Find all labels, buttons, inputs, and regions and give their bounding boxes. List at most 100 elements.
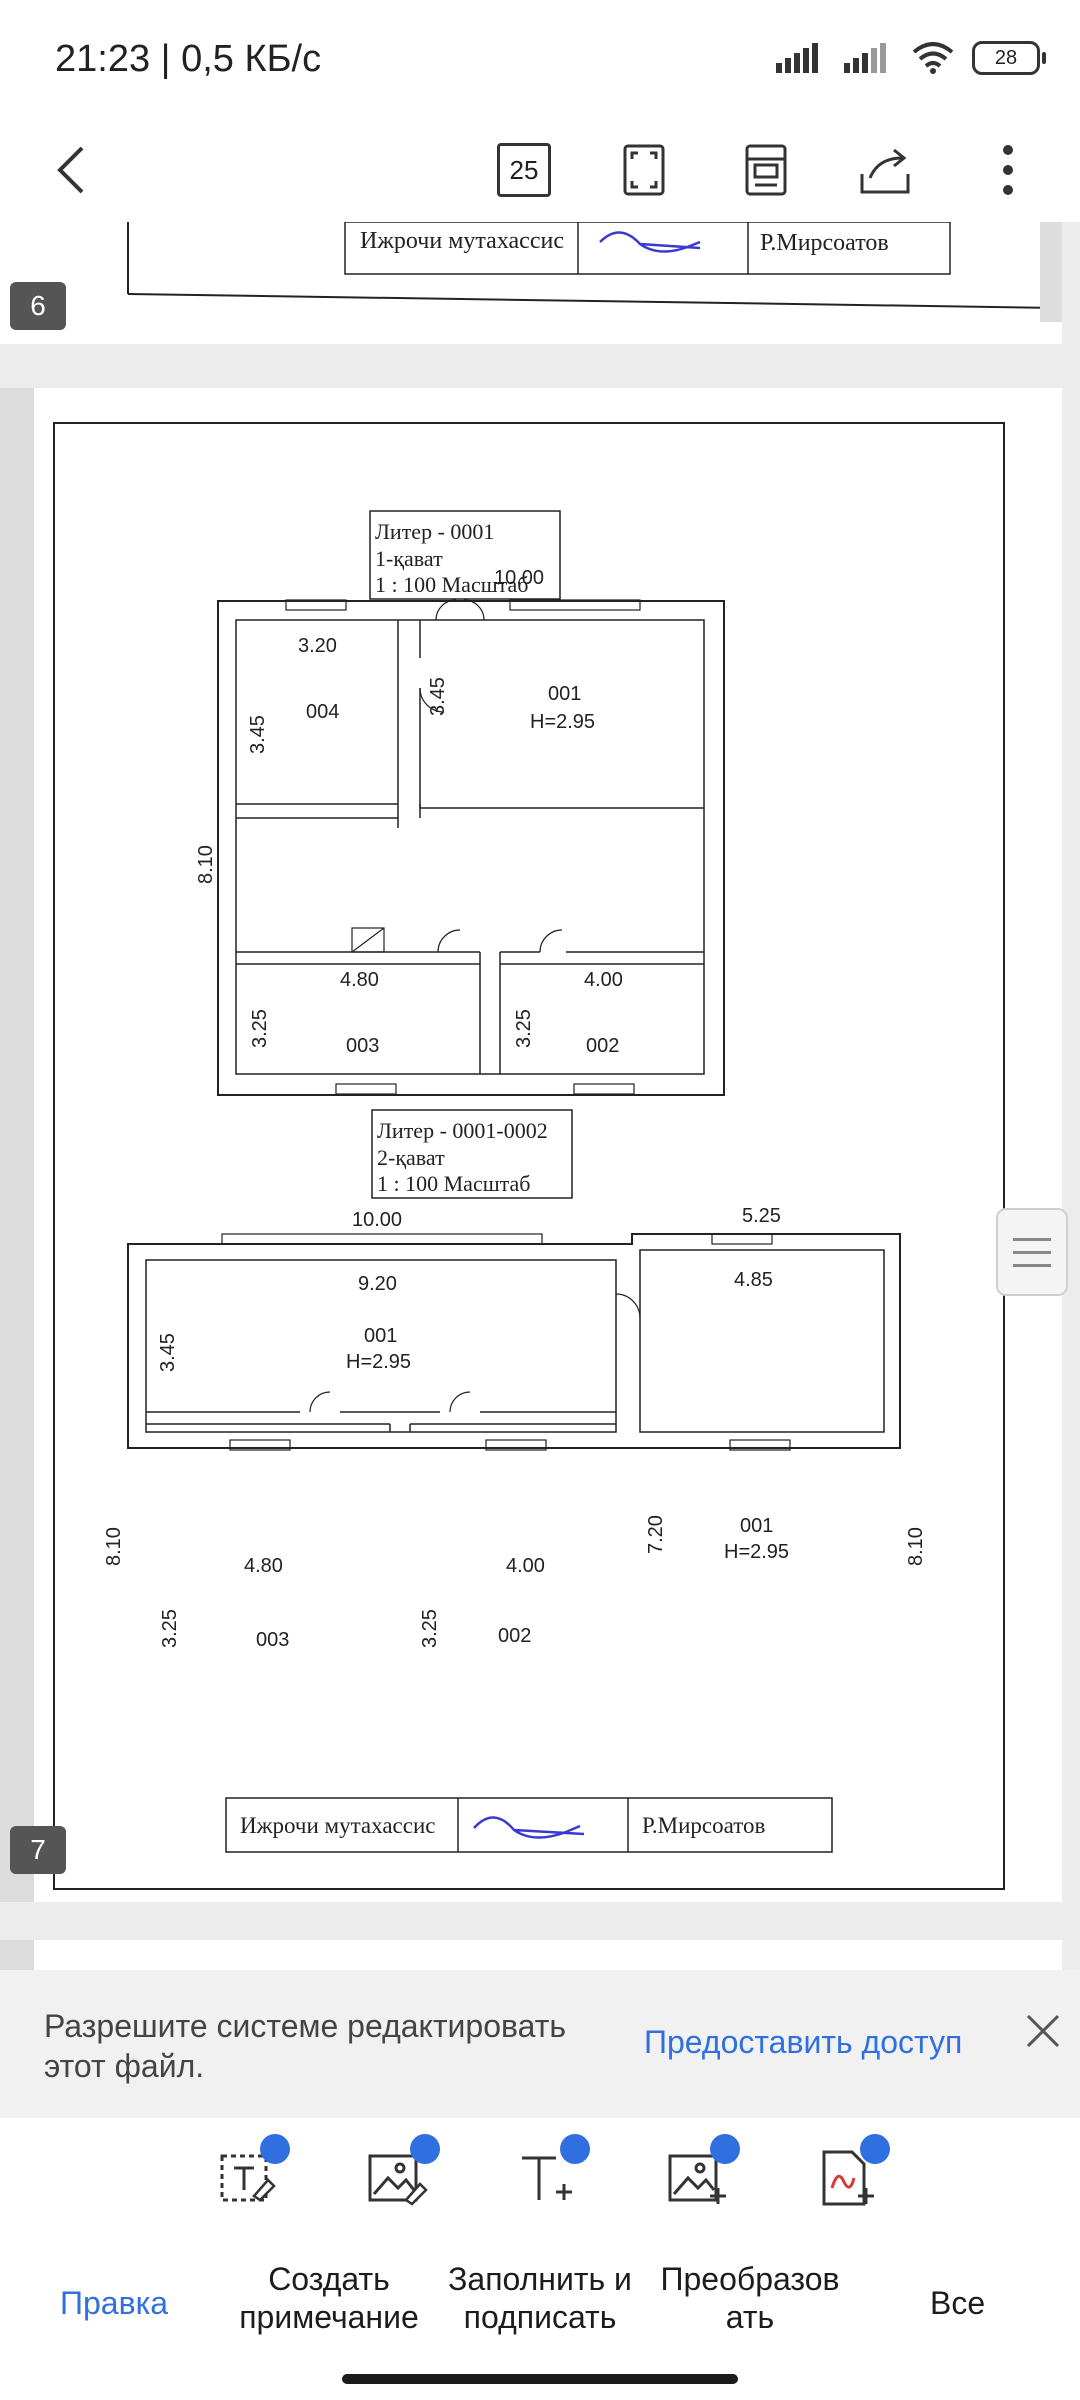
plan1-room003-w: 4.80: [340, 969, 379, 991]
plan1-room001-h: 3.45: [427, 677, 449, 716]
signal-icon: [776, 43, 818, 73]
plan2-width-left: 10.00: [352, 1209, 402, 1231]
plan2-room003-id: 003: [256, 1629, 289, 1651]
view-mode-button[interactable]: [728, 132, 804, 208]
plan2-height-left: 8.10: [103, 1527, 125, 1566]
plan2-height-right: 8.10: [905, 1527, 927, 1566]
status-time: 21:23 | 0,5 КБ/с: [55, 38, 322, 80]
premium-badge-icon: [860, 2134, 890, 2164]
page-8-fragment: [0, 1940, 1062, 1970]
page-count-button[interactable]: 25: [486, 132, 562, 208]
permission-banner: Разрешите системе редактировать этот фай…: [0, 1970, 1080, 2118]
fullscreen-icon: [623, 144, 665, 196]
create-note-tool[interactable]: [206, 2134, 290, 2218]
frag-executor-label: Ижрочи мутахассис: [360, 228, 564, 254]
plan-labels: Литер - 0001 1-қават 1 : 100 Масштаб Лит…: [103, 519, 927, 1838]
add-image-tool[interactable]: [656, 2134, 740, 2218]
close-icon: [1026, 2014, 1060, 2048]
tab-convert-line2: ать: [725, 2299, 775, 2335]
convert-pdf-tool[interactable]: [806, 2134, 890, 2218]
frag-signature: [599, 231, 701, 253]
grant-access-button[interactable]: Предоставить доступ: [644, 2024, 963, 2060]
plan1-room002-h: 3.25: [513, 1009, 535, 1048]
premium-badge-icon: [560, 2134, 590, 2164]
plan2-room001b-h: 7.20: [645, 1515, 667, 1554]
plan2-title: Литер - 0001-0002: [377, 1118, 548, 1143]
plan2-room003-h: 3.25: [159, 1609, 181, 1648]
image-edit-tool[interactable]: [356, 2134, 440, 2218]
plan2-inner-right: 4.85: [734, 1269, 773, 1291]
more-vertical-icon: [1003, 145, 1013, 195]
signal-icon-2: [844, 43, 886, 73]
plan2-room001-h: 3.45: [157, 1333, 179, 1372]
plan2-room001-height: H=2.95: [346, 1351, 411, 1373]
plan2-room002-h: 3.25: [419, 1609, 441, 1648]
page-6-content: Ижрочи мутахассис Р.Мирсоатов: [127, 222, 1062, 322]
premium-badge-icon: [410, 2134, 440, 2164]
more-button[interactable]: [970, 132, 1046, 208]
tab-create-note-line1: Создать: [268, 2261, 390, 2297]
plan2-width-right: 5.25: [742, 1205, 781, 1227]
tab-create-note[interactable]: Создать примечание: [234, 2260, 424, 2336]
bottom-nav: Правка Создать примечание Заполнить и по…: [0, 2240, 1080, 2400]
scroll-handle[interactable]: [996, 1208, 1068, 1296]
share-button[interactable]: [848, 132, 924, 208]
battery-icon: 28: [972, 41, 1046, 75]
tab-fill-sign-line1: Заполнить и: [448, 2261, 632, 2297]
plan1-title: Литер - 0001: [375, 519, 494, 544]
plan2-room002-id: 002: [498, 1625, 531, 1647]
share-icon: [860, 148, 910, 194]
page-number-badge-7: 7: [10, 1826, 66, 1874]
plan1-height: 8.10: [195, 845, 217, 884]
page-view-icon: [745, 144, 787, 196]
plan1-width: 10.00: [494, 567, 544, 589]
page-number-badge-6: 6: [10, 282, 66, 330]
back-arrow-icon: [57, 146, 84, 194]
plan1-room004-w: 3.20: [298, 635, 337, 657]
plan1-room003-id: 003: [346, 1035, 379, 1057]
tools-row: [0, 2118, 1080, 2242]
plan2-room001b-id: 001: [740, 1515, 773, 1537]
tab-all[interactable]: Все: [930, 2285, 986, 2321]
tab-fill-sign[interactable]: Заполнить и подписать: [440, 2260, 640, 2336]
text-note-icon: [220, 2154, 276, 2202]
banner-message: Разрешите системе редактировать этот фай…: [44, 2008, 567, 2084]
plan2-room001b-height: H=2.95: [724, 1541, 789, 1563]
plan2-room003-w: 4.80: [244, 1555, 283, 1577]
wifi-icon: [912, 42, 954, 74]
tab-create-note-line2: примечание: [239, 2299, 419, 2335]
plan1-floor: 1-қават: [375, 546, 443, 571]
premium-badge-icon: [260, 2134, 290, 2164]
add-text-icon: [522, 2156, 572, 2200]
premium-badge-icon: [710, 2134, 740, 2164]
plan2-floor: 2-қават: [377, 1145, 445, 1170]
plan1-room003-h: 3.25: [249, 1009, 271, 1048]
add-image-icon: [668, 2154, 726, 2204]
document-viewer[interactable]: Ижрочи мутахассис Р.Мирсоатов 6 Литер - …: [0, 222, 1080, 1970]
home-indicator: [342, 2374, 738, 2384]
plan2-scale: 1 : 100 Масштаб: [377, 1171, 530, 1196]
page-6-fragment: Ижрочи мутахассис Р.Мирсоатов 6: [0, 222, 1062, 344]
executor-label: Ижрочи мутахассис: [240, 1813, 435, 1838]
plan1-room001-height: H=2.95: [530, 711, 595, 733]
pdf-convert-icon: [822, 2150, 874, 2206]
main-signature: [473, 1816, 585, 1839]
frag-executor-name: Р.Мирсоатов: [760, 230, 889, 256]
add-text-tool[interactable]: [506, 2134, 590, 2218]
status-icons: 28: [776, 38, 1046, 78]
page-count: 25: [497, 143, 551, 197]
top-toolbar: 25: [0, 118, 1080, 222]
fullscreen-button[interactable]: [606, 132, 682, 208]
tab-edit[interactable]: Правка: [60, 2285, 169, 2321]
plan1-room002-w: 4.00: [584, 969, 623, 991]
plan2-room001-id: 001: [364, 1325, 397, 1347]
plan2-layout: [0, 388, 1062, 1902]
tab-convert[interactable]: Преобразов ать: [652, 2260, 848, 2336]
back-button[interactable]: [34, 132, 110, 208]
plan2-room002-w: 4.00: [506, 1555, 545, 1577]
close-banner-button[interactable]: [1020, 2008, 1066, 2054]
tab-convert-line1: Преобразов: [660, 2261, 840, 2297]
page-7: Литер - 0001 1-қават 1 : 100 Масштаб: [0, 388, 1062, 1902]
image-edit-icon: [368, 2154, 428, 2206]
plan1-room004-h: 3.45: [247, 715, 269, 754]
